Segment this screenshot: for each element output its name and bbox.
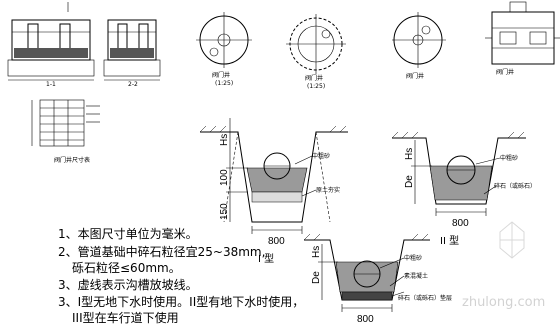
rect-detail-caption: 阀门井 (496, 68, 514, 76)
circle-b-scale: (1:25) (307, 83, 325, 90)
note-line-2b: 砾石粒径≤60mm。 (72, 260, 181, 275)
t1-dim-100: 100 (219, 169, 230, 186)
watermark: zhulong.com (462, 221, 545, 310)
t3-width: 800 (357, 314, 374, 325)
notes: 1、本图尺寸单位为毫米。 2、管道基础中碎石粒径宜25~38mm, 砾石粒径≤6… (58, 226, 304, 325)
t2-dim-de: De (404, 175, 415, 188)
t2-dim-hs: Hs (404, 148, 415, 160)
t1-width: 800 (268, 236, 285, 247)
note-line-2a: 2、管道基础中碎石粒径宜25~38mm, (58, 244, 265, 259)
note-line-4b: III型在车行道下使用 (72, 310, 179, 325)
note-line-3: 3、虚线表示沟槽放坡线。 (58, 277, 198, 292)
circle-plan-c: 阀门井 (392, 12, 446, 80)
rect-detail: 阀门井 (485, 1, 560, 76)
watermark-text: zhulong.com (462, 295, 545, 310)
t2-sand: 中粗砂 (500, 154, 518, 162)
note-line-1: 1、本图尺寸单位为毫米。 (58, 226, 198, 241)
t1-soil: 原土夯实 (316, 186, 340, 194)
trench-type-2: Hs De 800 中粗砂 碎石（或砾石） II 型 (391, 131, 536, 247)
t2-label: II 型 (440, 234, 459, 247)
detail-plan-b: 2-2 (103, 19, 161, 88)
circle-b-caption: 阀门井 (305, 74, 323, 82)
plan-label-a: 1-1 (46, 81, 56, 88)
circle-plan-b: 阀门井 (1:25) (286, 14, 346, 90)
t1-label: I 型 (258, 252, 274, 265)
t3-dim-hs: Hs (311, 246, 322, 258)
circle-a-caption: 阀门井 (212, 71, 230, 79)
t3-dim-de: De (311, 271, 322, 284)
circle-c-caption: 阀门井 (406, 72, 424, 80)
size-table: 阀门井尺寸表 (31, 99, 100, 164)
trench-type-1: Hs 100 150 800 中粗砂 原土夯实 I 型 (199, 118, 348, 265)
detail-plan-a: 1-1 (7, 2, 95, 88)
table-title: 阀门井尺寸表 (54, 156, 90, 164)
note-line-4a: 3、I型无地下水时使用。II型有地下水时使用， (58, 294, 304, 309)
t3-bottom: 碎石（或砾石）垫层 (398, 294, 452, 302)
circle-a-scale: (1:25) (215, 80, 233, 87)
t3-sand: 中粗砂 (404, 254, 422, 262)
trench-type-3: Hs De 800 中粗砂 素混凝土 碎石（或砾石）垫层 (303, 233, 452, 325)
plan-label-b: 2-2 (128, 81, 138, 88)
t1-dim-150: 150 (219, 203, 230, 220)
t1-sand: 中粗砂 (312, 152, 330, 160)
t1-dim-hs: Hs (219, 134, 230, 146)
t3-concrete: 素混凝土 (404, 272, 428, 280)
circle-plan-a: 阀门井 (1:25) (196, 12, 252, 87)
t2-gravel: 碎石（或砾石） (494, 182, 536, 190)
t2-width: 800 (452, 218, 469, 229)
